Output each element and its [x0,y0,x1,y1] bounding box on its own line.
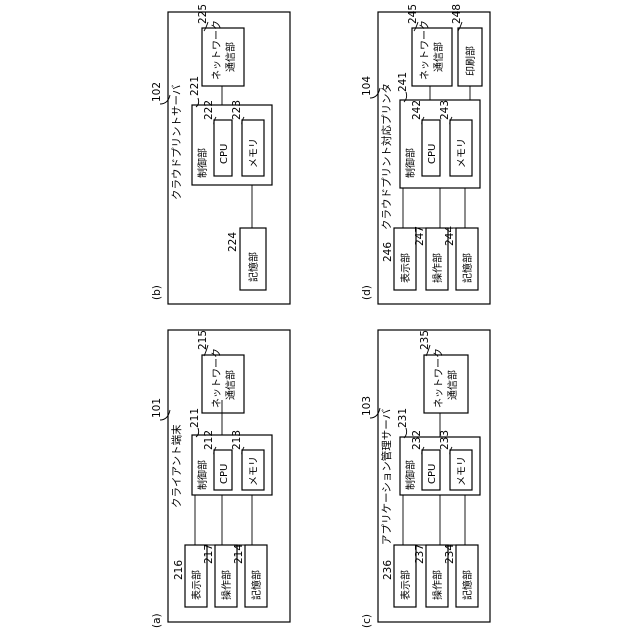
control-unit-label: 制御部 [196,148,209,178]
ref-216: 216 [173,560,185,580]
ref-213: 213 [231,430,243,450]
app-management-server-title: アプリケーション管理サーバ [380,408,393,545]
ref-235: 235 [419,330,431,350]
memory-label: メモリ [249,138,260,168]
ref-leader [196,428,199,437]
ref-242: 242 [411,100,423,120]
storage-unit-label: 記憶部 [250,570,263,600]
panel-d: (d) クラウドプリント対応プリンタ 104 制御部 CPU メモリ 241 2… [361,4,490,304]
panel-d-label: (d) [361,285,373,300]
ref-215: 215 [197,330,209,350]
operation-unit-label: 操作部 [220,570,233,600]
storage-unit-label: 記憶部 [461,253,474,283]
ref-248: 248 [451,4,463,24]
ref-243: 243 [439,100,451,120]
network-unit-box [202,28,244,86]
display-unit-label: 表示部 [399,253,412,283]
network-unit-box [412,28,452,86]
cpu-label: CPU [219,144,230,164]
panel-b-label: (b) [151,285,163,300]
bus-lines [403,188,470,228]
display-unit-label: 表示部 [399,570,412,600]
ref-101: 101 [151,398,163,418]
display-unit-label: 表示部 [190,570,203,600]
network-unit-line1: ネットワーク [419,20,431,80]
memory-label: メモリ [249,456,260,486]
storage-unit-label: 記憶部 [247,252,260,282]
bus-lines [192,495,260,545]
ref-221: 221 [189,76,201,96]
ref-241: 241 [397,72,409,92]
panel-c: (c) アプリケーション管理サーバ 103 制御部 CPU メモリ 231 23… [361,330,490,628]
memory-label: メモリ [457,456,468,486]
ref-224: 224 [227,232,239,252]
memory-label: メモリ [457,138,468,168]
network-unit-line1: ネットワーク [433,348,445,408]
ref-246: 246 [382,242,394,262]
ref-225: 225 [197,4,209,24]
panel-a: (a) クライアント端末 101 制御部 CPU メモリ 211 212 213… [151,330,290,628]
ref-217: 217 [203,544,215,564]
ref-233: 233 [439,430,451,450]
control-unit-label: 制御部 [196,460,209,490]
cpu-label: CPU [219,464,230,484]
cpu-label: CPU [427,464,438,484]
network-unit-box [202,355,244,413]
cloud-print-printer-title: クラウドプリント対応プリンタ [380,83,393,230]
client-terminal-title: クライアント端末 [170,424,183,508]
operation-unit-label: 操作部 [431,253,444,283]
cloud-print-server-title: クラウドプリントサーバ [171,84,183,200]
storage-unit-label: 記憶部 [461,570,474,600]
network-unit-line2: 通信部 [224,370,237,400]
ref-245: 245 [407,4,419,24]
network-unit-line2: 通信部 [446,370,459,400]
ref-231: 231 [397,408,409,428]
ref-leader [196,98,199,107]
ref-211: 211 [189,408,201,428]
panel-b: (b) クラウドプリントサーバ 102 制御部 CPU メモリ 221 222 … [151,4,290,304]
control-unit-label: 制御部 [404,148,417,178]
network-unit-box [424,355,468,413]
ref-104: 104 [361,76,373,96]
ref-236: 236 [382,560,394,580]
cpu-label: CPU [427,144,438,164]
panel-a-label: (a) [151,613,163,628]
network-unit-line1: ネットワーク [211,20,223,80]
ref-212: 212 [203,430,215,450]
ref-102: 102 [151,82,163,102]
bus-lines [403,495,470,545]
ref-232: 232 [411,430,423,450]
network-unit-line2: 通信部 [432,42,445,72]
print-unit-label: 印刷部 [464,46,477,76]
ref-222: 222 [203,100,215,120]
ref-214: 214 [233,544,245,564]
panel-c-label: (c) [361,614,373,628]
ref-244: 244 [444,226,456,246]
network-unit-line1: ネットワーク [211,348,223,408]
operation-unit-label: 操作部 [431,570,444,600]
network-unit-line2: 通信部 [224,42,237,72]
control-unit-label: 制御部 [404,460,417,490]
ref-237: 237 [414,544,426,564]
ref-223: 223 [231,100,243,120]
ref-247: 247 [414,226,426,246]
ref-234: 234 [444,544,456,564]
ref-103: 103 [361,396,373,416]
